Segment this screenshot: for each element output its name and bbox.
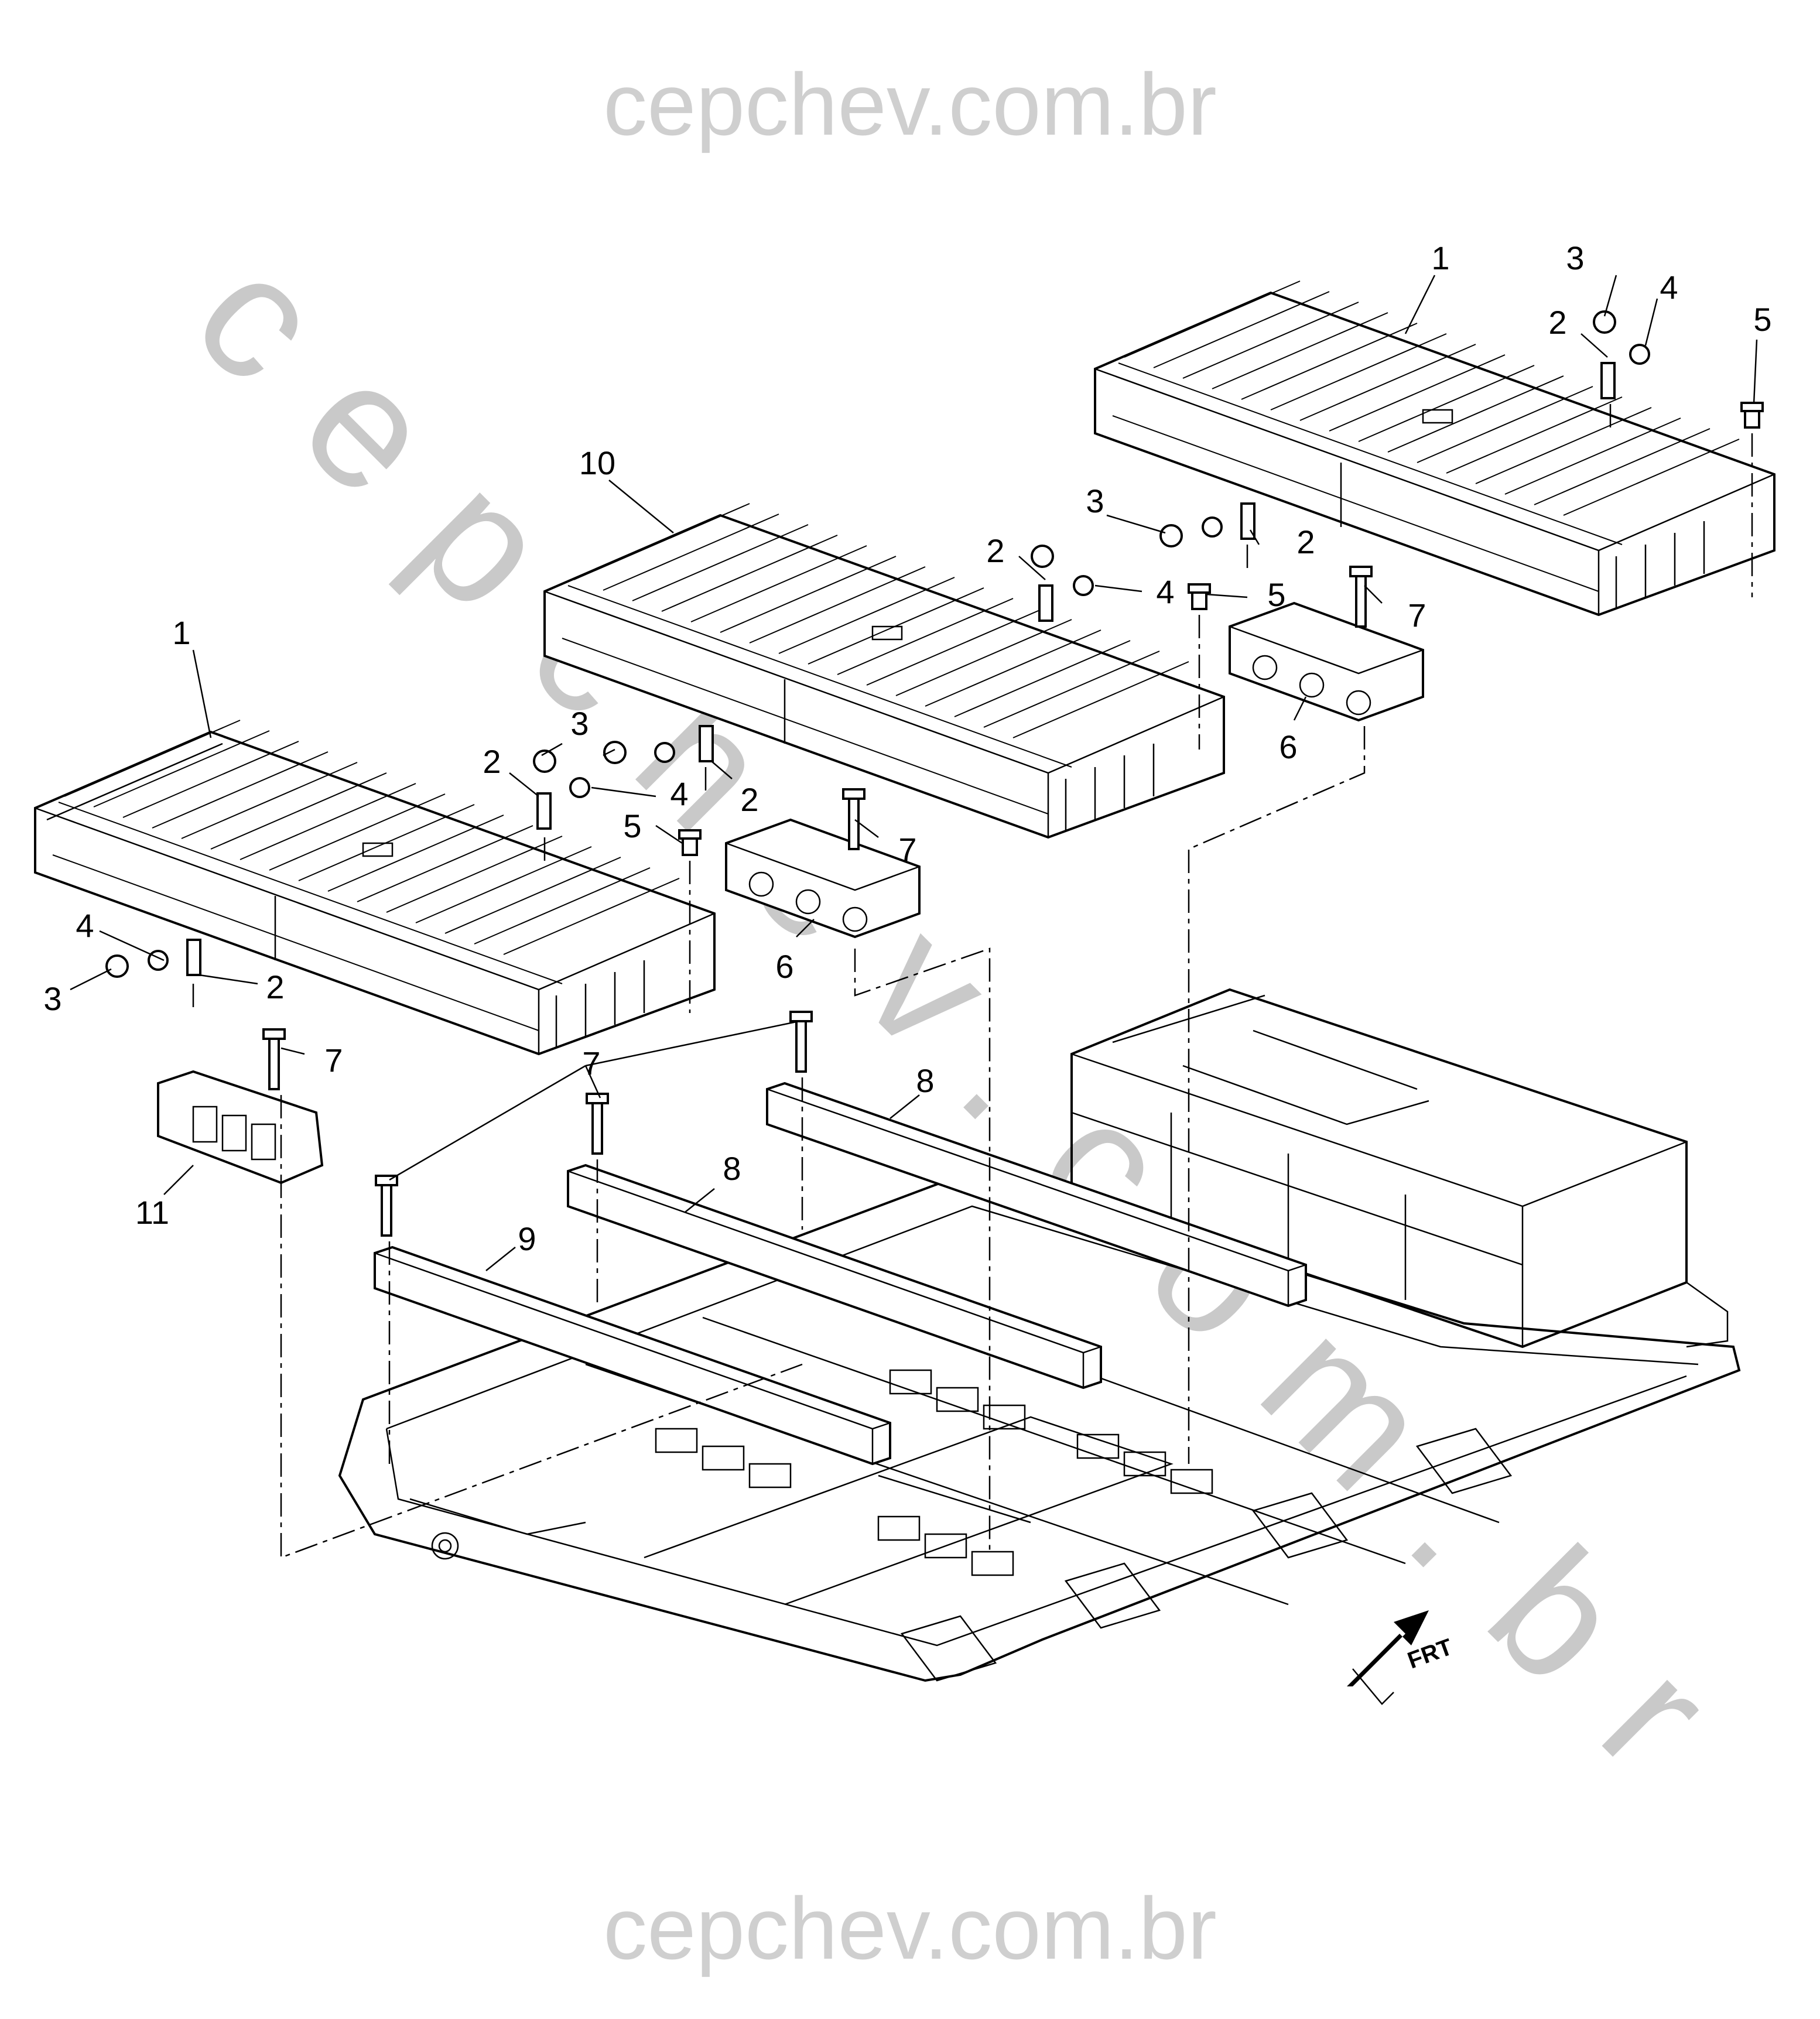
callout-5: 5 — [623, 807, 641, 844]
callout-5: 5 — [1267, 576, 1285, 613]
nut-3-icon — [1593, 310, 1616, 334]
screw-4-icon — [148, 950, 169, 971]
callout-4: 4 — [76, 907, 94, 944]
clip-2-icon — [1240, 502, 1255, 540]
callout-7: 7 — [582, 1045, 600, 1082]
callout-6: 6 — [1279, 728, 1297, 765]
leader-lines — [70, 275, 1758, 1271]
callout-7: 7 — [324, 1042, 343, 1079]
nut-3-icon — [603, 741, 627, 764]
bolt-7-icon — [1349, 566, 1373, 628]
bolt-7-icon — [375, 1175, 398, 1237]
callout-3: 3 — [43, 980, 61, 1017]
callout-1: 1 — [1431, 239, 1449, 276]
callout-7: 7 — [898, 831, 916, 868]
bolt-5-icon — [1188, 583, 1211, 610]
callout-6: 6 — [775, 948, 793, 985]
watermark-bottom: cepchev.com.br — [603, 1879, 1217, 1977]
module-bracket-right — [1229, 601, 1424, 722]
screw-4-icon — [569, 777, 590, 798]
callout-8: 8 — [723, 1150, 741, 1187]
callout-3: 3 — [1566, 239, 1584, 276]
bolt-5-icon — [678, 829, 702, 856]
callout-11: 11 — [135, 1194, 169, 1231]
callout-9: 9 — [518, 1220, 536, 1257]
nut-3-icon — [1159, 524, 1183, 547]
callout-2: 2 — [483, 743, 501, 780]
watermark-top: cepchev.com.br — [603, 55, 1217, 153]
callout-1: 1 — [172, 614, 190, 651]
callout-5: 5 — [1753, 301, 1771, 338]
callout-2: 2 — [986, 532, 1004, 569]
rail-8-upper — [766, 1082, 1307, 1308]
callout-10: 10 — [579, 444, 615, 481]
fasteners — [105, 310, 1764, 1237]
callout-4: 4 — [1660, 269, 1678, 306]
callout-3: 3 — [1086, 482, 1104, 519]
screw-4-icon — [1073, 575, 1094, 596]
battery-module-right — [1094, 280, 1775, 617]
callout-4: 4 — [670, 775, 688, 812]
bolt-7-icon — [842, 788, 865, 850]
callout-7: 7 — [1408, 597, 1426, 634]
clip-2-icon — [699, 725, 714, 762]
callouts: 1 1 10 3 4 2 5 3 2 2 4 5 7 6 3 2 4 2 5 7… — [43, 239, 1771, 1257]
alignment-lines — [192, 404, 1753, 1559]
nut-3-icon — [533, 750, 556, 773]
callout-4: 4 — [1156, 573, 1174, 610]
screw-4-icon — [1629, 344, 1650, 365]
clip-2-icon — [536, 792, 552, 830]
battery-module-left — [34, 720, 716, 1056]
callout-8: 8 — [916, 1062, 934, 1099]
clip-2-icon — [186, 939, 201, 976]
screw-4-icon — [1202, 516, 1223, 538]
screw-4-icon — [654, 742, 675, 763]
front-direction-arrow-icon: FRT — [1347, 1610, 1456, 1705]
bolt-7-icon — [789, 1011, 813, 1073]
clip-2-icon — [1600, 362, 1616, 399]
module-bracket-middle — [725, 818, 921, 939]
callout-2: 2 — [1296, 523, 1315, 560]
battery-module-middle — [543, 503, 1225, 839]
rail-8-lower — [567, 1164, 1102, 1390]
bolt-5-icon — [1740, 402, 1764, 429]
clip-2-icon — [1038, 584, 1053, 622]
bolt-7-icon — [262, 1028, 286, 1090]
bolt-7-icon — [586, 1093, 609, 1155]
callout-2: 2 — [1548, 304, 1566, 341]
callout-2: 2 — [740, 781, 758, 818]
callout-2: 2 — [266, 969, 284, 1005]
callout-3: 3 — [570, 705, 589, 742]
nut-3-icon — [105, 954, 129, 978]
module-bracket-11 — [157, 1070, 324, 1185]
nut-3-icon — [1031, 545, 1054, 568]
rail-9 — [374, 1245, 891, 1466]
